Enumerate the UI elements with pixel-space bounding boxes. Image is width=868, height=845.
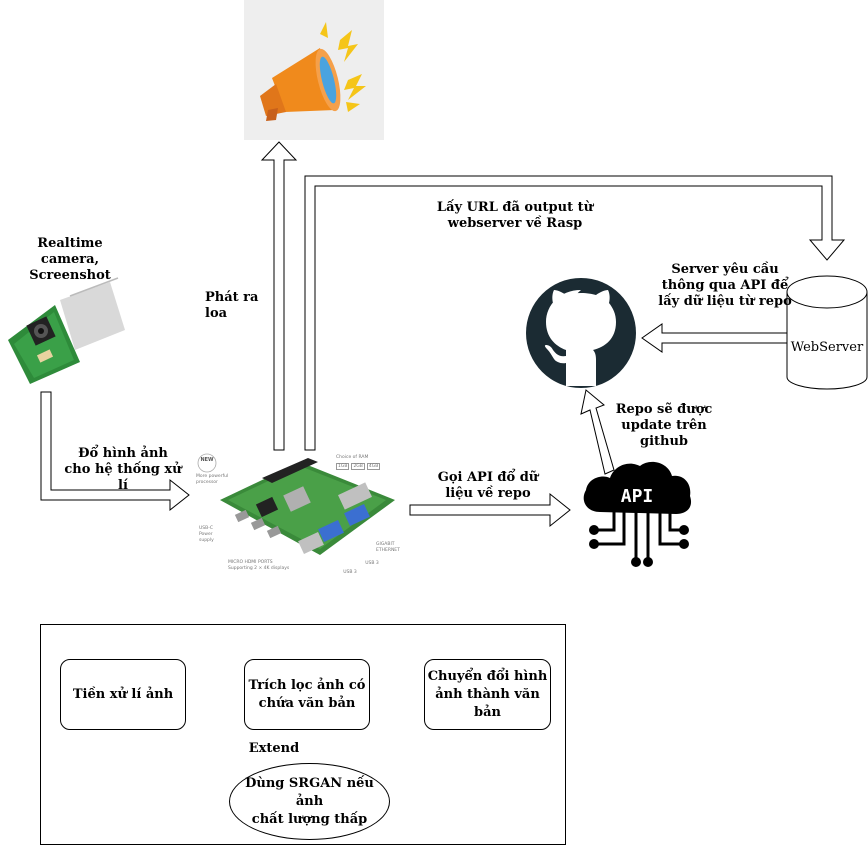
webserver-cylinder-icon — [786, 275, 868, 390]
arrow-camera-to-pi — [40, 391, 190, 512]
webserver-to-github-label: Server yêu cầu thông qua API để lấy dữ l… — [658, 262, 792, 309]
webserver-label: WebServer — [790, 340, 864, 355]
pi-usbc-label: USB-C Power supply — [199, 526, 214, 543]
pi-ram-1gb: 1GB — [336, 463, 350, 470]
arrow-webserver-to-github — [641, 323, 788, 353]
raspberry-pi-board-icon — [197, 453, 395, 555]
pipeline-step-preprocess: Tiền xử lí ảnh — [60, 659, 186, 730]
github-logo-icon — [526, 278, 636, 388]
arrow-api-to-github — [580, 389, 615, 475]
camera-source-label: Realtime camera, Screenshot — [29, 236, 111, 283]
api-cloud-icon — [583, 461, 692, 567]
pi-ethernet-label: GIGABIT ETHERNET — [376, 542, 400, 553]
pi-to-speaker-label: Phát ra loa — [205, 290, 259, 321]
pi-processor-label: More powerful processor — [196, 474, 229, 485]
pi-ram-options: 1GB 2GB 4GB — [336, 463, 381, 470]
camera-module-icon — [8, 277, 125, 384]
arrow-webserver-to-pi — [304, 175, 846, 451]
pi-usb3-label-2: USB 3 — [365, 561, 379, 566]
pi-ram-2gb: 2GB — [351, 463, 365, 470]
pipeline-step-image-to-text: Chuyển đổi hình ảnh thành văn bản — [424, 659, 551, 730]
pipeline-step-text-filter: Trích lọc ảnh có chứa văn bản — [244, 659, 370, 730]
pi-new-badge: NEW — [200, 457, 214, 463]
api-to-github-label: Repo sẽ được update trên github — [615, 402, 713, 449]
arrow-pi-to-speaker — [260, 141, 298, 451]
pipeline-extend-label: Extend — [248, 741, 300, 756]
camera-to-pi-label: Đổ hình ảnh cho hệ thống xử lí — [64, 446, 182, 493]
api-icon-text: API — [620, 486, 654, 507]
pi-hdmi-label: MICRO HDMI PORTS Supporting 2 × 4K displ… — [228, 560, 290, 571]
webserver-to-pi-label: Lấy URL đã output từ webserver về Rasp — [436, 200, 594, 231]
arrow-pi-to-api — [409, 492, 571, 528]
pi-ram-title: Choice of RAM — [336, 455, 369, 460]
pi-usb3-label: USB 3 — [343, 570, 357, 575]
pi-ram-4gb: 4GB — [366, 463, 381, 470]
megaphone-icon — [260, 22, 366, 121]
pipeline-srgan-extension: Dùng SRGAN nếu ảnh chất lượng thấp — [229, 763, 390, 840]
pi-to-api-label: Gọi API đổ dữ liệu về repo — [437, 470, 539, 501]
